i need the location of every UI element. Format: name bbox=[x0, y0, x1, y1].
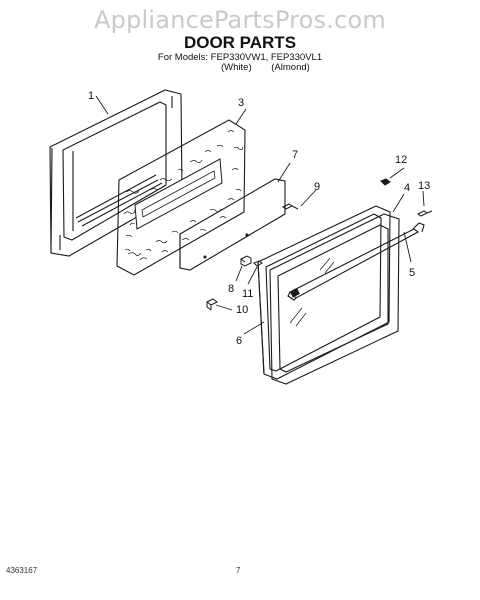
callout-9: 9 bbox=[314, 181, 320, 193]
watermark: AppliancePartsPros.com bbox=[94, 6, 386, 34]
leader-lines bbox=[95, 95, 425, 335]
glass-reflection bbox=[289, 257, 335, 327]
page-number: 7 bbox=[236, 566, 241, 575]
part-3-insulation-panel bbox=[116, 119, 246, 276]
callout-3: 3 bbox=[238, 97, 244, 109]
document-number: 4363167 bbox=[6, 566, 38, 575]
callout-1: 1 bbox=[88, 90, 94, 102]
part-4-window-frame bbox=[269, 213, 400, 385]
part-5-door-handle bbox=[287, 222, 425, 301]
color-variants: (White) (Almond) bbox=[180, 62, 310, 73]
part-8-clip bbox=[240, 255, 252, 267]
part-13-screw bbox=[417, 210, 433, 217]
callout-12: 12 bbox=[395, 154, 407, 166]
part-1-outer-door-panel bbox=[49, 89, 183, 257]
callout-10: 10 bbox=[236, 304, 248, 316]
callout-13: 13 bbox=[418, 180, 430, 192]
callout-5: 5 bbox=[409, 267, 415, 279]
part-7-inner-panel bbox=[179, 178, 286, 271]
callout-numbers: 1 3 7 9 12 4 13 5 8 11 10 6 bbox=[88, 90, 430, 347]
models-line: For Models: FEP330VW1, FEP330VL1 bbox=[157, 52, 323, 63]
color-white: (White) bbox=[221, 62, 252, 73]
part-9-screw bbox=[282, 203, 299, 210]
part-10-spacer bbox=[206, 298, 218, 311]
part-11-clip bbox=[253, 260, 263, 267]
part-6-glass-pane bbox=[257, 205, 391, 380]
callout-8: 8 bbox=[228, 283, 234, 295]
callout-7: 7 bbox=[292, 149, 298, 161]
insulation-texture bbox=[123, 130, 244, 261]
color-almond: (Almond) bbox=[271, 62, 310, 73]
callout-6: 6 bbox=[236, 335, 242, 347]
callout-4: 4 bbox=[404, 182, 410, 194]
callout-11: 11 bbox=[242, 288, 253, 300]
page-title: DOOR PARTS bbox=[183, 33, 297, 52]
part-12-plug bbox=[380, 178, 391, 186]
